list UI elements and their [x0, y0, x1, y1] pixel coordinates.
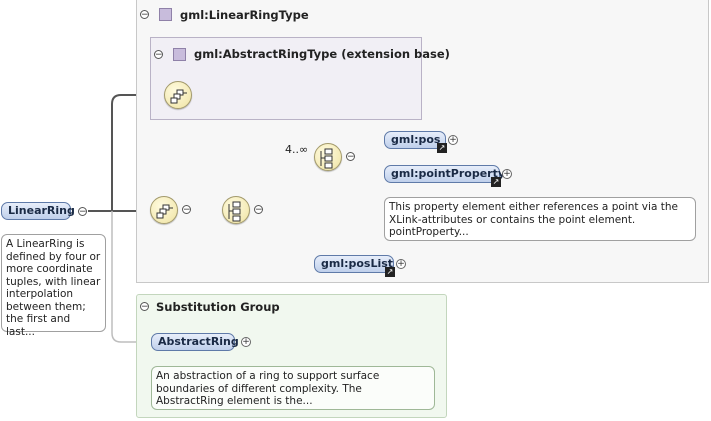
- collapse-icon[interactable]: −: [140, 302, 149, 312]
- occurrence-label: 4..∞: [285, 143, 309, 156]
- complex-type-icon: [173, 48, 186, 61]
- collapse-icon[interactable]: −: [154, 50, 163, 60]
- collapse-icon[interactable]: −: [182, 205, 191, 215]
- expand-icon[interactable]: +: [448, 135, 458, 145]
- point-property-element[interactable]: gml:pointProperty: [384, 165, 505, 183]
- abstract-ring-type-title: gml:AbstractRingType (extension base): [194, 47, 450, 61]
- linear-ring-doc: A LinearRing is defined by four or more …: [1, 234, 106, 338]
- expand-icon[interactable]: +: [241, 337, 251, 347]
- sequence-glyph-icon: [156, 204, 173, 219]
- abstract-ring-doc: An abstraction of a ring to support surf…: [151, 366, 435, 410]
- reference-arrow-icon: ↗: [491, 177, 501, 187]
- reference-arrow-icon: ↗: [385, 267, 395, 277]
- abstract-ring-type-box: [150, 37, 422, 120]
- linear-ring-element[interactable]: LinearRing: [1, 202, 75, 220]
- linear-ring-type-title: gml:LinearRingType: [180, 8, 309, 22]
- pos-element[interactable]: gml:pos: [384, 131, 446, 149]
- expand-icon[interactable]: +: [502, 169, 512, 179]
- sequence-compositor-icon[interactable]: [314, 143, 342, 171]
- sequence-compositor-icon[interactable]: [164, 81, 192, 109]
- point-property-doc: This property element either references …: [384, 197, 696, 241]
- substitution-group-title: Substitution Group: [156, 300, 280, 314]
- pos-list-element[interactable]: gml:posList: [314, 255, 394, 273]
- sequence-glyph-icon: [320, 148, 333, 169]
- expand-icon[interactable]: +: [396, 259, 406, 269]
- abstract-ring-element[interactable]: AbstractRing: [151, 333, 239, 351]
- sequence-glyph-icon: [170, 89, 187, 104]
- collapse-icon[interactable]: −: [254, 205, 263, 215]
- collapse-icon[interactable]: −: [78, 207, 87, 217]
- complex-type-icon: [159, 8, 172, 21]
- sequence-compositor-icon[interactable]: [150, 196, 178, 224]
- collapse-icon[interactable]: −: [346, 152, 355, 162]
- choice-compositor-icon[interactable]: [222, 196, 250, 224]
- choice-glyph-icon: [228, 201, 241, 222]
- collapse-icon[interactable]: −: [140, 10, 149, 20]
- reference-arrow-icon: ↗: [437, 143, 447, 153]
